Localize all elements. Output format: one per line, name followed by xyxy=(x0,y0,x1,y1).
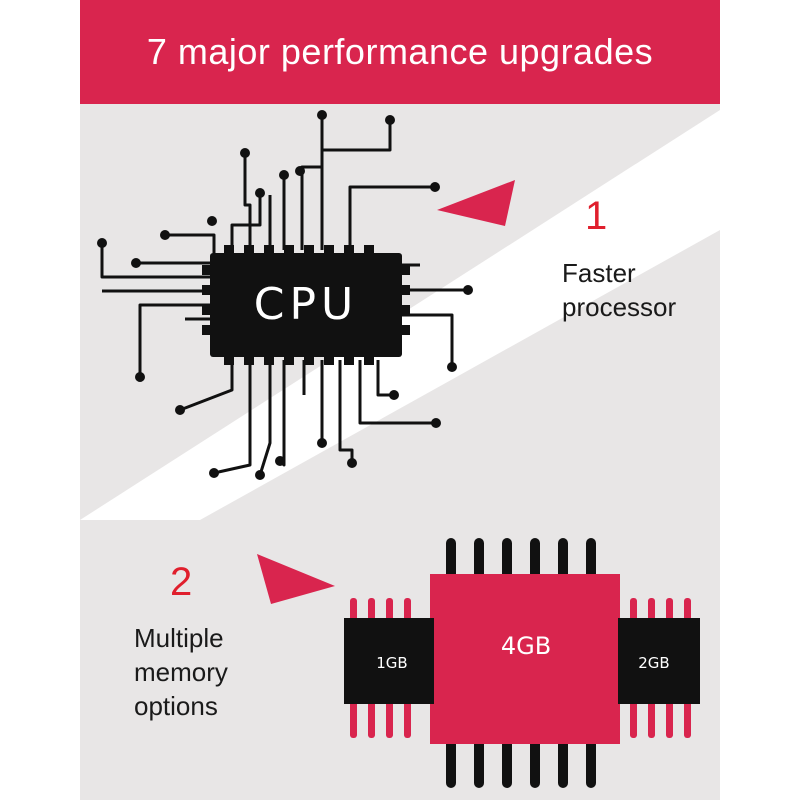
title-banner: 7 major performance upgrades xyxy=(80,0,720,104)
pointer-arrow-icon xyxy=(437,180,515,226)
feature-number-1: 1 xyxy=(585,194,608,238)
left-memory-chip xyxy=(344,618,434,704)
feature-line: memory xyxy=(134,657,228,687)
feature-description-2: Multiple memory options xyxy=(134,621,228,723)
feature-description-1: Faster processor xyxy=(562,256,676,324)
feature-line: Faster xyxy=(562,258,636,288)
cpu-chip-icon: CPU xyxy=(97,110,473,480)
memory-chip-icon: 4GB 1GB 2GB xyxy=(344,538,700,788)
right-memory-chip xyxy=(618,618,700,704)
cpu-chip-body xyxy=(210,253,402,357)
cpu-label: CPU xyxy=(254,279,358,330)
page-title: 7 major performance upgrades xyxy=(146,31,654,72)
center-memory-chip xyxy=(430,574,620,744)
memory-left-label: 1GB xyxy=(376,654,407,672)
pointer-arrow-icon xyxy=(257,554,335,604)
feature-number-2: 2 xyxy=(170,560,193,604)
feature-line: Multiple xyxy=(134,623,224,653)
feature-line: options xyxy=(134,691,218,721)
memory-center-label: 4GB xyxy=(501,632,551,660)
memory-right-label: 2GB xyxy=(638,654,669,672)
feature-line: processor xyxy=(562,292,677,322)
